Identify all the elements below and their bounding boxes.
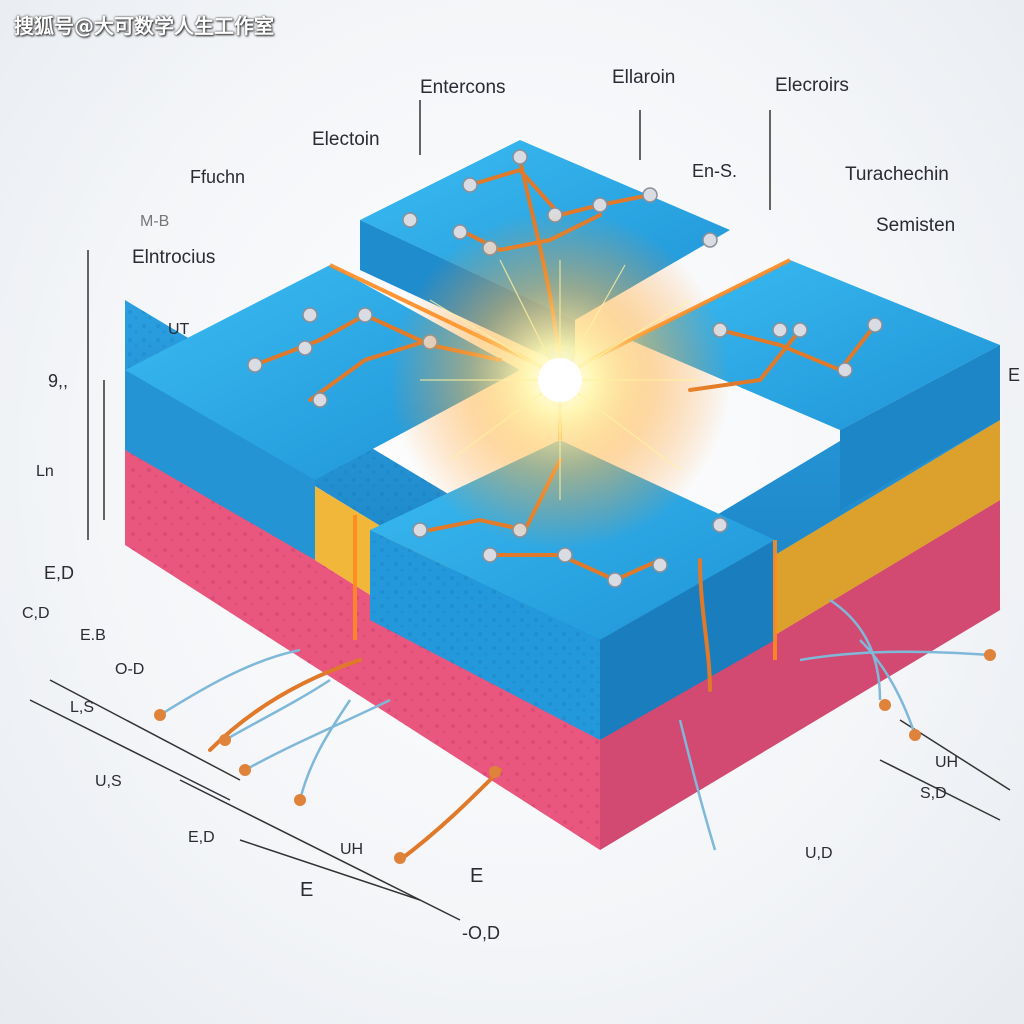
watermark: 搜狐号@大可数学人生工作室 [14,14,274,38]
label-m-b: M-B [140,213,170,230]
label-us: U,S [95,773,122,790]
label-cd: C,D [22,605,50,622]
label-nine: 9,, [48,371,69,391]
label-ed2: E,D [188,829,215,846]
label-od: O-D [115,661,145,678]
label-ud: U,D [805,845,833,862]
label-en-s: En-S. [692,161,738,181]
label-entercons: Entercons [420,77,506,98]
lead-wires [159,598,991,851]
label-sd: S,D [920,785,947,802]
label-elecroirs: Elecroirs [775,75,849,96]
label-ffuchn: Ffuchn [190,167,246,187]
label-ut: UT [168,321,190,338]
label-turachechin: Turachechin [845,164,949,185]
energy-burst [390,210,730,550]
label-elntrocius: Elntrocius [132,247,216,268]
label-od2: -O,D [462,923,500,943]
label-ed: E,D [44,563,75,583]
label-uh-right: UH [935,754,959,771]
label-ellaroin: Ellaroin [612,67,676,88]
label-electoin: Electoin [312,129,380,150]
lead-beads [154,649,996,864]
pink-layer [125,440,1000,850]
label-semisten: Semisten [876,215,956,236]
label-ls: L,S [70,699,95,716]
label-e-bottom-left: E [300,879,314,901]
label-ln: Ln [36,463,54,480]
label-eb: E.B [80,627,106,644]
label-uh: UH [340,841,364,858]
label-e-right: E [1008,365,1021,385]
label-ee: E [470,865,484,887]
